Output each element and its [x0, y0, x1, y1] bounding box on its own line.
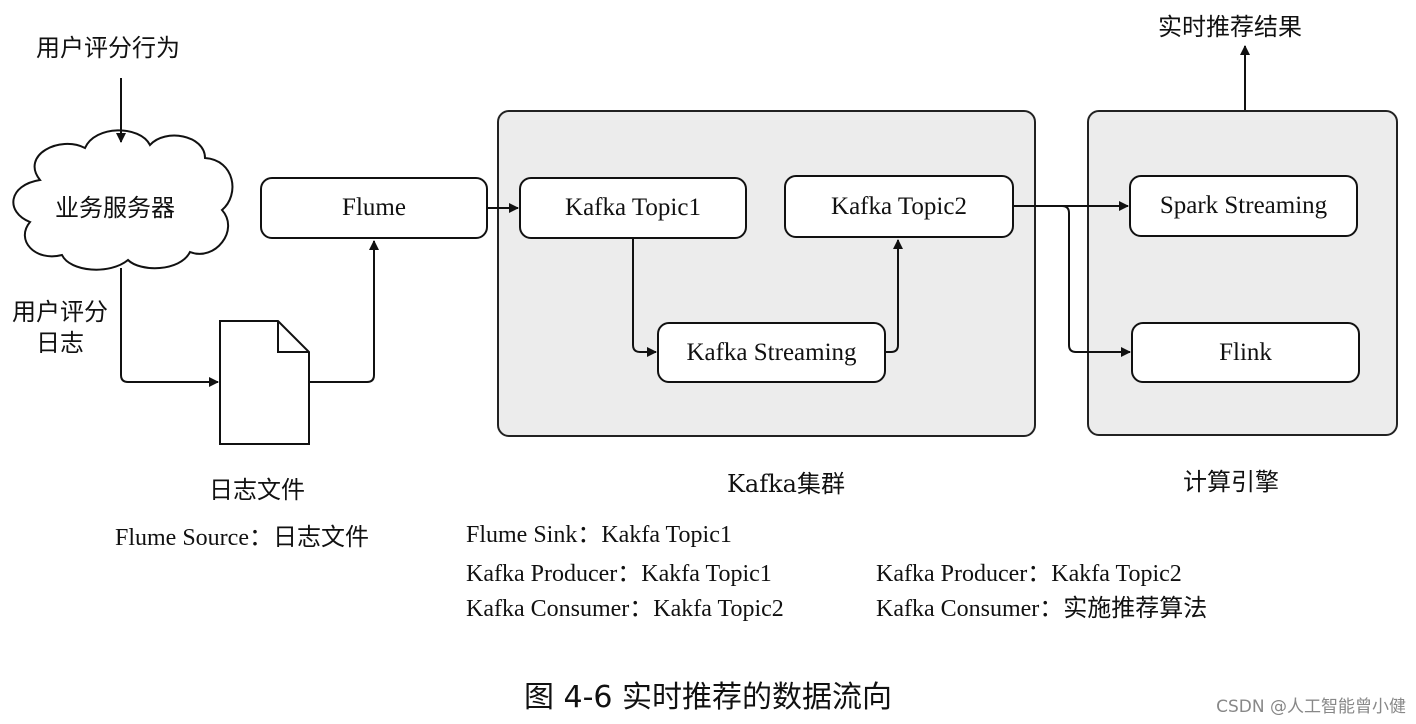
watermark: CSDN @人工智能曾小健 — [1216, 697, 1406, 717]
document-shape — [219, 320, 310, 445]
realtime-result-label: 实时推荐结果 — [1158, 13, 1302, 41]
business-server-label: 业务服务器 — [55, 194, 175, 222]
note-producer-topic2: Kafka Producer：Kakfa Topic2 — [876, 561, 1182, 587]
kafka-topic2-node: Kafka Topic2 — [784, 175, 1014, 238]
note-consumer-topic2: Kafka Consumer：Kakfa Topic2 — [466, 596, 784, 622]
figure-caption: 图 4-6 实时推荐的数据流向 — [523, 680, 893, 715]
note-flume-sink: Flume Sink：Kakfa Topic1 — [466, 522, 732, 548]
log-file-label: 日志文件 — [209, 476, 305, 504]
kafka-streaming-node: Kafka Streaming — [657, 322, 886, 383]
user-rating-behavior-label: 用户评分行为 — [36, 34, 180, 62]
flink-node: Flink — [1131, 322, 1360, 383]
kafka-topic1-node: Kafka Topic1 — [519, 177, 747, 239]
note-consumer-algorithm: Kafka Consumer：实施推荐算法 — [876, 596, 1208, 622]
note-producer-topic1: Kafka Producer：Kakfa Topic1 — [466, 561, 772, 587]
user-rating-log-label: 用户评分 日志 — [12, 298, 108, 357]
spark-streaming-node: Spark Streaming — [1129, 175, 1358, 237]
compute-engine-label: 计算引擎 — [1183, 468, 1279, 496]
note-flume-source: Flume Source：日志文件 — [115, 525, 369, 551]
cloud-shape — [12, 129, 234, 271]
kafka-cluster-label: Kafka集群 — [727, 470, 845, 498]
flume-node: Flume — [260, 177, 488, 239]
